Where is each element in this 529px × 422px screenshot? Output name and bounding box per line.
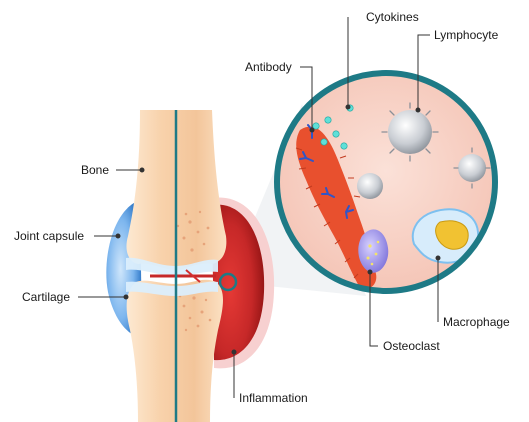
label-osteoclast: Osteoclast — [383, 339, 440, 353]
zoom-detail — [277, 73, 495, 291]
label-inflammation: Inflammation — [239, 391, 308, 405]
label-cartilage: Cartilage — [22, 290, 70, 304]
label-bone: Bone — [81, 163, 109, 177]
label-joint-capsule: Joint capsule — [14, 229, 84, 243]
label-macrophage: Macrophage — [443, 315, 510, 329]
label-antibody: Antibody — [245, 60, 292, 74]
label-lymphocyte: Lymphocyte — [434, 28, 498, 42]
label-cytokines: Cytokines — [366, 10, 419, 24]
